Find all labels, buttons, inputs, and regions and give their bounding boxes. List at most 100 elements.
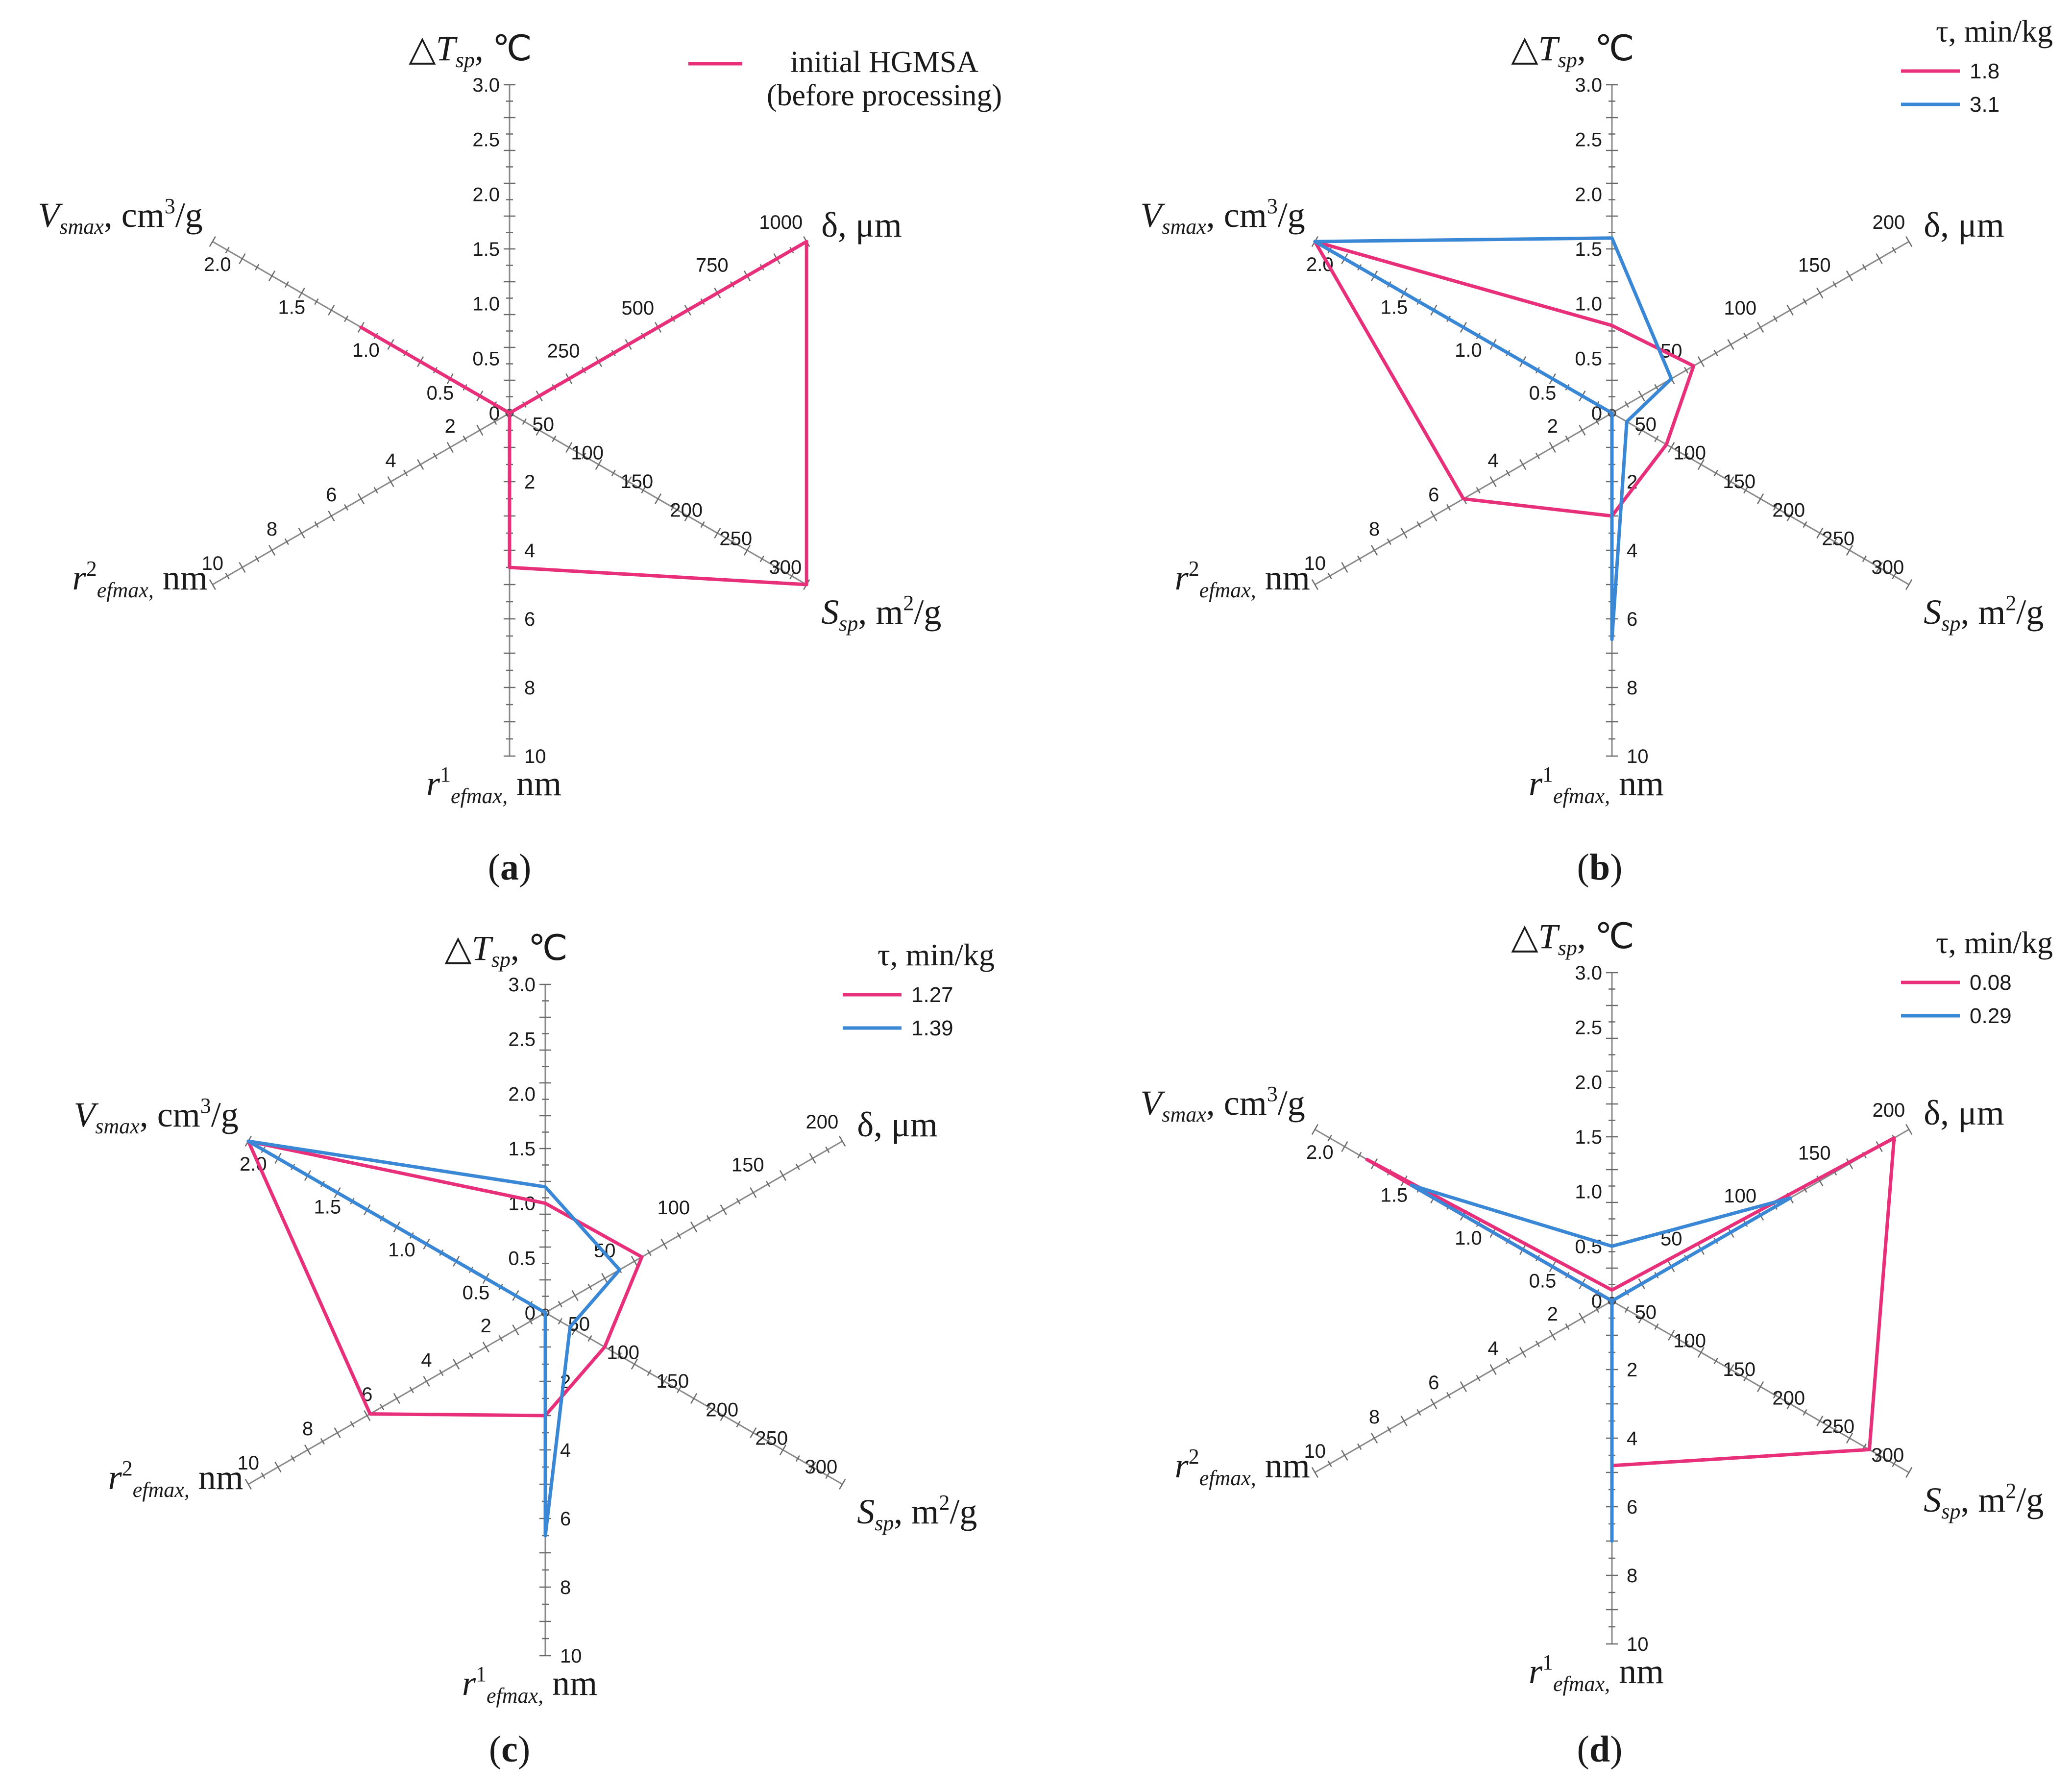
tick-label-S: 200 [1772,1387,1805,1409]
tick-label-S: 200 [670,499,703,521]
tick-label-r2: 2 [481,1315,491,1337]
tick-label-S: 250 [1822,1416,1854,1438]
series-a-1 [359,240,808,587]
axis-tick-r2 [209,579,216,590]
axis-tick-S [1773,1392,1778,1399]
tick-label-S: 200 [706,1399,738,1421]
axis-tick-d [660,1238,668,1250]
tick-label-S: 250 [719,528,752,550]
tick-label-r2: 10 [1304,553,1326,574]
axis-tick-r2 [403,469,408,477]
tick-label-V: 1.0 [388,1239,415,1261]
tick-label-r2: 4 [1487,1338,1498,1359]
axis-tick-r2 [1416,521,1421,528]
axis-tick-r2 [1595,1306,1600,1313]
axis-tick-r2 [1519,459,1527,470]
axis-tick-r2 [1460,1381,1467,1393]
legend-label: initial HGMSA(before processing) [767,46,1002,112]
axis-tick-V [268,270,276,282]
axis-tick-r2 [1519,1347,1527,1358]
axis-tick-S [684,510,691,522]
axis-tick-S [839,1478,846,1490]
tick-label-S: 150 [1723,1359,1755,1380]
tick-label-r1: 6 [1627,609,1637,630]
axis-tick-S [1668,441,1675,453]
axis-tick-r2 [1476,487,1481,494]
axis-tick-S [1876,562,1883,573]
axis-name-r2: r2efmax, nm [108,1456,244,1502]
axis-tick-V [328,304,335,316]
axis-tick-S [773,562,780,573]
tick-label-dT: 0.5 [508,1248,536,1269]
tick-label-r2: 10 [202,553,224,574]
tick-label-r2: 8 [302,1418,313,1440]
tick-label-d: 1000 [759,212,803,233]
axis-tick-r2 [1387,1426,1391,1433]
axis-tick-d [720,1204,727,1216]
legend-title: τ, min/kg [1936,925,2053,960]
tick-label-dT: 3.0 [1575,74,1602,96]
axis-name-dT: △Tsp, ℃ [1511,29,1634,72]
axis-tick-S [1638,1312,1645,1324]
axis-tick-S [522,418,527,425]
tick-label-dT: 2.0 [1575,1072,1602,1093]
axis-tick-S [1905,1467,1913,1478]
axis-tick-S [1892,572,1897,580]
tick-label-r2: 10 [1304,1441,1326,1462]
tick-label-S: 300 [804,1456,837,1478]
axis-tick-r2 [1579,424,1586,436]
tick-label-r2: 4 [385,450,396,471]
axis-tick-d [1905,1124,1913,1135]
legend-a: initial HGMSA(before processing) [688,46,1002,112]
axis-tick-V [284,281,289,288]
axis-tick-S [558,1318,562,1325]
axis-tick-d [631,1255,638,1267]
axis-tick-d [795,1163,800,1171]
tick-label-S: 150 [1723,471,1755,492]
axis-tick-V [343,315,349,322]
axis-tick-S [587,1335,592,1342]
tick-label-r1: 4 [1627,1428,1637,1449]
axis-tick-r2 [1565,1323,1570,1330]
tick-label-dT: 2.5 [1575,129,1602,151]
axis-name-V: Vsmax, cm3/g [1140,194,1305,239]
tick-label-r2: 8 [267,518,277,540]
axis-tick-d [1786,304,1794,316]
axis-name-S: Ssp, m2/g [1924,1479,2044,1523]
axis-tick-r2 [314,521,319,528]
axis-tick-r2 [476,424,484,436]
axis-tick-S [809,1461,816,1473]
axis-tick-r2 [1400,527,1408,539]
tick-label-dT: 2.0 [472,184,500,205]
axis-tick-S [1654,1323,1659,1330]
tick-label-r2: 8 [1369,518,1380,540]
axis-tick-d [1816,287,1824,299]
axis-tick-r2 [393,1393,400,1404]
axis-name-r2: r2efmax, nm [1175,1445,1310,1490]
axis-tick-S [795,1455,800,1462]
axis-tick-d [1773,315,1778,322]
axis-tick-S [617,1352,622,1359]
axis-tick-r2 [1506,469,1511,477]
axis-tick-r2 [291,1455,295,1462]
axis-tick-V [314,298,319,305]
axis-tick-S [595,459,602,470]
axis-tick-r2 [298,527,305,539]
tick-label-r1: 4 [1627,540,1637,562]
axis-tick-r2 [1416,1409,1421,1416]
tick-label-d: 150 [731,1154,764,1176]
axis-tick-d [1832,281,1837,288]
axis-tick-d [1624,401,1629,408]
legend-d: τ, min/kg0.080.29 [1901,925,2053,1028]
axis-tick-S [825,1472,830,1479]
axis-tick-r2 [1370,1432,1378,1444]
panel-label: (b) [1577,847,1623,888]
tick-label-dT: 1.0 [1575,294,1602,315]
tick-label-r2: 6 [1428,1372,1439,1394]
axis-tick-d [1862,264,1867,271]
tick-label-d: 200 [1872,212,1905,233]
axis-tick-r2 [1489,1364,1497,1375]
axis-name-r2: r2efmax, nm [73,557,208,602]
tick-label-dT: 2.5 [472,129,500,151]
